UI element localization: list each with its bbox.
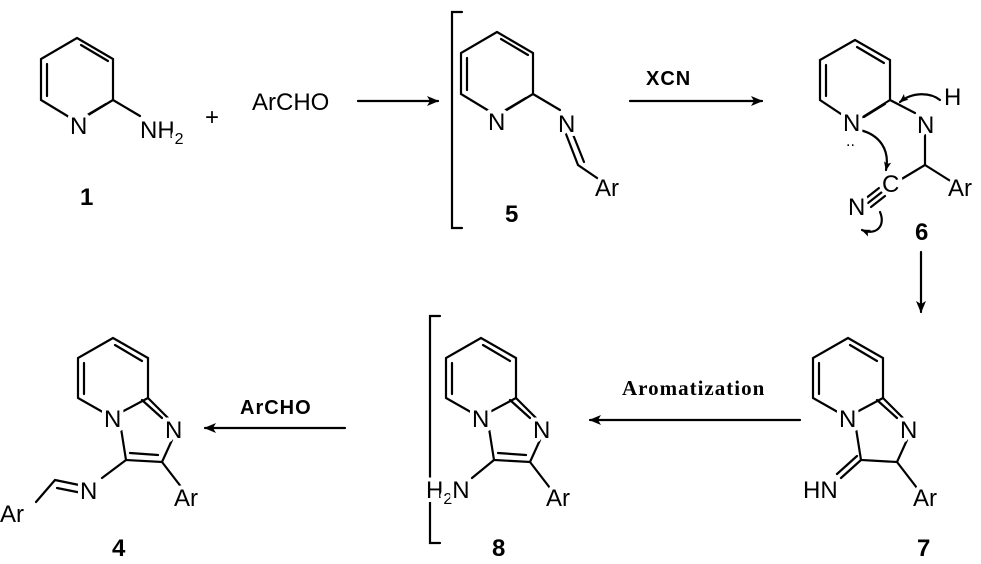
nitrile-carbon-label: C [882,171,899,198]
amine-label: H2N [426,477,470,508]
aryl-label: Ar [595,175,619,202]
compound-5-imine: N N Ar 5 [459,30,623,228]
compound-1-2-aminopyridine: N NH2 1 [39,36,188,211]
hydrogen-label: H [944,84,961,111]
compound-number: 7 [917,535,930,562]
ring-nitrogen-label: N [843,110,860,137]
aryl-label: Ar [174,485,198,512]
reagent-aromatization: Aromatization [622,376,765,400]
amine-label: NH2 [140,117,184,148]
compound-number: 6 [915,219,928,246]
aryl-label: Ar [948,175,972,202]
left-bracket [428,314,442,545]
ring-nitrogen-label: N [165,417,182,444]
amine-nitrogen-label: N [917,112,934,139]
ring-nitrogen-label: N [488,109,505,136]
compound-6-intermediate: N .. N H C N Ar 6 [818,38,976,246]
compound-number: 1 [80,184,93,211]
aldehyde-reagent: ArCHO [252,89,329,116]
imine-nitrogen-label: N [558,111,575,138]
imine-nitrogen-label: N [80,478,97,505]
bridge-nitrogen-label: N [839,406,856,433]
plus-sign: + [205,104,219,131]
compound-8-aminoimidazopyridine: N N H2N Ar 8 [422,336,574,562]
compound-number: 5 [505,201,518,228]
bridge-nitrogen-label: N [472,406,489,433]
lone-pair-dots: .. [846,133,855,150]
left-bracket [450,10,464,230]
compound-7-imine-cyclized: N N HN Ar 7 [799,336,941,562]
compound-number: 8 [492,535,505,562]
reagent-archo: ArCHO [240,397,312,419]
compound-4-product: N N N Ar Ar 4 [0,336,202,562]
aryl-label: Ar [546,485,570,512]
aryl-label: Ar [0,501,24,528]
ring-nitrogen-label: N [70,113,87,140]
imine-nh-label: HN [803,477,838,504]
nitrile-nitrogen-label: N [848,194,865,221]
bridge-nitrogen-label: N [104,406,121,433]
reagent-xcn: XCN [646,68,691,90]
compound-number: 4 [112,535,126,562]
ring-nitrogen-label: N [900,417,917,444]
ring-nitrogen-label: N [533,417,550,444]
aryl-label: Ar [913,485,937,512]
